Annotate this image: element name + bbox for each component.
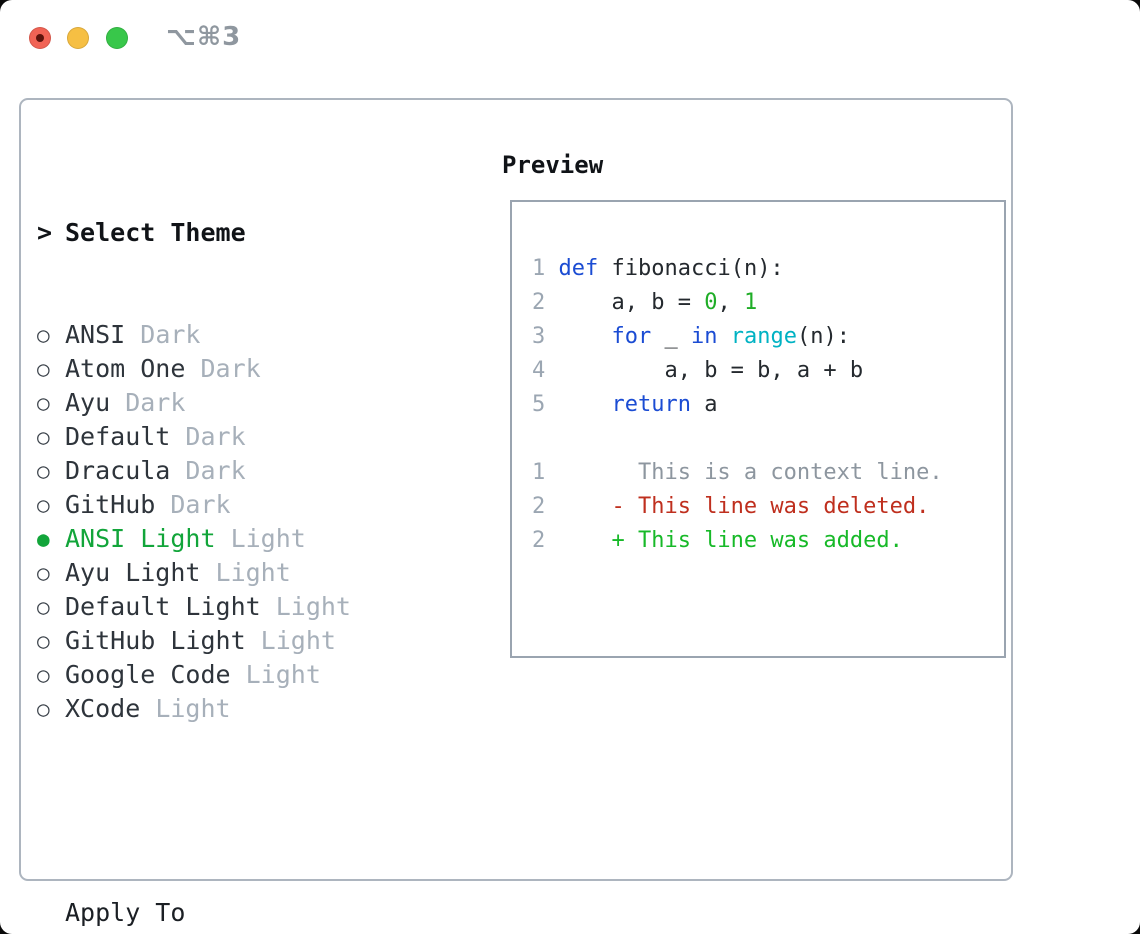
theme-option-label: ANSI Light — [65, 524, 216, 553]
theme-variant-tag: Light — [230, 660, 321, 689]
radio-unselected-icon: ○ — [37, 323, 50, 347]
line-number: 2 — [532, 528, 546, 553]
radio-unselected-icon: ○ — [37, 425, 50, 449]
radio-unselected-icon: ○ — [37, 459, 50, 483]
theme-option-ansi-light[interactable]: ● ANSI Light Light — [37, 522, 458, 556]
prompt-icon: > — [37, 218, 53, 247]
line-number: 2 — [532, 290, 546, 315]
theme-variant-tag: Light — [260, 592, 351, 621]
theme-option-label: Ayu — [65, 388, 111, 417]
theme-option-atom-one[interactable]: ○ Atom One Dark — [37, 352, 458, 386]
theme-variant-tag: Light — [200, 558, 291, 587]
spacer — [37, 794, 458, 828]
line-number: 4 — [532, 358, 546, 383]
theme-option-label: XCode — [65, 694, 141, 723]
window-title: ⌥⌘3 — [166, 22, 242, 52]
theme-variant-tag: Dark — [170, 456, 246, 485]
theme-option-label: ANSI — [65, 320, 126, 349]
minimize-button[interactable] — [67, 27, 89, 49]
theme-option-label: Google Code — [65, 660, 231, 689]
zoom-button[interactable] — [106, 27, 128, 49]
theme-option-google-code[interactable]: ○ Google Code Light — [37, 658, 458, 692]
theme-variant-tag: Dark — [110, 388, 186, 417]
theme-variant-tag: Light — [245, 626, 336, 655]
radio-unselected-icon: ○ — [37, 391, 50, 415]
theme-option-label: Ayu Light — [65, 558, 201, 587]
radio-unselected-icon: ○ — [37, 663, 50, 687]
line-number: 1 — [532, 460, 546, 485]
apply-to-header: Apply To — [37, 896, 458, 930]
theme-option-ayu[interactable]: ○ Ayu Dark — [37, 386, 458, 420]
preview-line: 4 a, b = b, a + b — [532, 358, 864, 383]
line-number: 1 — [532, 256, 546, 281]
theme-option-dracula[interactable]: ○ Dracula Dark — [37, 454, 458, 488]
radio-unselected-icon: ○ — [37, 357, 50, 381]
line-number: 5 — [532, 392, 546, 417]
theme-option-label: Default Light — [65, 592, 261, 621]
preview-line: 1 This is a context line. — [532, 460, 943, 485]
theme-variant-tag: Dark — [125, 320, 201, 349]
theme-option-default-light[interactable]: ○ Default Light Light — [37, 590, 458, 624]
theme-option-xcode[interactable]: ○ XCode Light — [37, 692, 458, 726]
theme-option-label: Dracula — [65, 456, 171, 485]
radio-unselected-icon: ○ — [37, 561, 50, 585]
theme-variant-tag: Dark — [170, 422, 246, 451]
line-number: 3 — [532, 324, 546, 349]
theme-variant-tag: Dark — [185, 354, 261, 383]
close-button[interactable] — [29, 27, 51, 49]
preview-line: 2 a, b = 0, 1 — [532, 290, 758, 315]
theme-option-label: GitHub Light — [65, 626, 246, 655]
theme-variant-tag: Light — [215, 524, 306, 553]
preview-line: 2 - This line was deleted. — [532, 494, 930, 519]
theme-list-title: Select Theme — [65, 218, 246, 247]
theme-option-default[interactable]: ○ Default Dark — [37, 420, 458, 454]
radio-unselected-icon: ○ — [37, 595, 50, 619]
preview-line: 2 + This line was added. — [532, 528, 903, 553]
theme-option-label: Default — [65, 422, 171, 451]
main-panel — [19, 98, 1013, 881]
theme-variant-tag: Dark — [155, 490, 231, 519]
theme-option-github-light[interactable]: ○ GitHub Light Light — [37, 624, 458, 658]
radio-unselected-icon: ○ — [37, 629, 50, 653]
theme-list-header: > Select Theme — [37, 216, 458, 250]
theme-selector: > Select Theme ○ ANSI Dark ○ Atom One Dark ○ A… — [37, 148, 458, 934]
theme-option-github[interactable]: ○ GitHub Dark — [37, 488, 458, 522]
theme-option-ayu-light[interactable]: ○ Ayu Light Light — [37, 556, 458, 590]
theme-option-label: GitHub — [65, 490, 156, 519]
preview-line: 5 return a — [532, 392, 718, 417]
line-number: 2 — [532, 494, 546, 519]
theme-option-ansi[interactable]: ○ ANSI Dark — [37, 318, 458, 352]
radio-unselected-icon: ○ — [37, 493, 50, 517]
preview-pane: 1 def fibonacci(n): 2 a, b = 0, 1 3 for _ … — [510, 200, 1006, 658]
radio-unselected-icon: ○ — [37, 697, 50, 721]
theme-option-label: Atom One — [65, 354, 186, 383]
radio-selected-icon: ● — [37, 527, 50, 551]
apply-to-title: Apply To — [65, 898, 186, 927]
preview-title: Preview — [502, 151, 604, 179]
preview-line: 1 def fibonacci(n): — [532, 256, 784, 281]
theme-variant-tag: Light — [140, 694, 231, 723]
preview-line: 3 for _ in range(n): — [532, 324, 850, 349]
preview-line — [532, 422, 1004, 456]
